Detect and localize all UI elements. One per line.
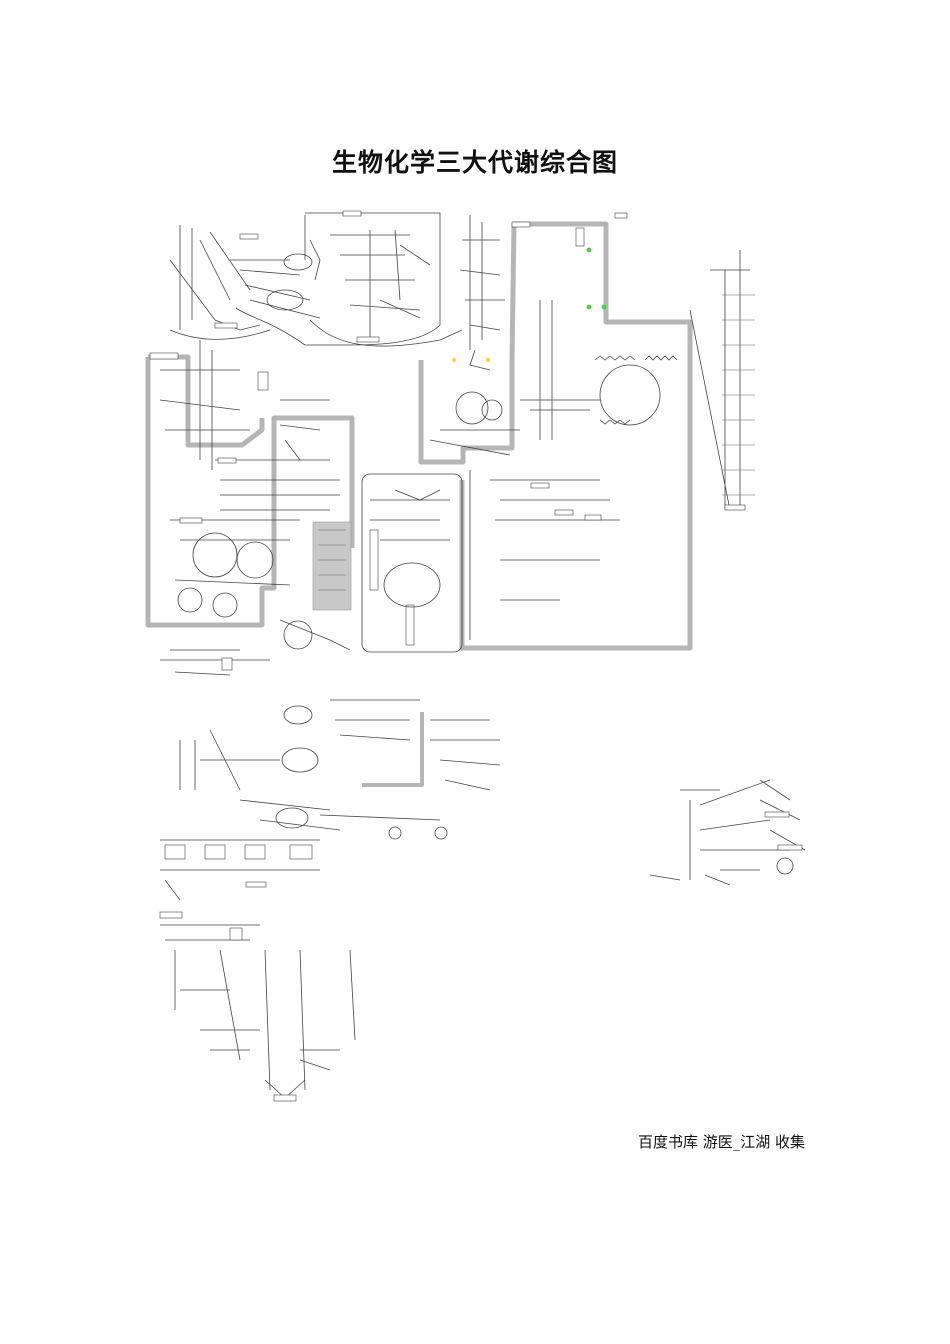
diagram-cluster-center-box — [361, 473, 463, 653]
diagram-cluster-center-right — [429, 221, 678, 640]
diagram-cluster-bottom-tree — [159, 911, 356, 1102]
node-marker-green — [586, 247, 592, 253]
footer-credit: 百度书库 游医_江湖 收集 — [637, 1133, 805, 1151]
node-marker-green — [601, 304, 607, 310]
diagram-cluster-lower-right — [649, 779, 806, 886]
diagram-cluster-top-center — [459, 215, 505, 371]
diagram-cluster-top-left — [169, 225, 321, 340]
node-marker-green — [586, 304, 592, 310]
page-title: 生物化学三大代谢综合图 — [331, 148, 618, 177]
diagram-cluster-right-column — [614, 212, 755, 511]
diagram-cluster-top-middle — [235, 210, 463, 347]
pathway-highlight-main-loop — [145, 354, 355, 628]
pathway-highlight-center-channel — [418, 221, 693, 651]
pathway-highlight-lower — [362, 712, 424, 787]
gray-panel-amino-acids — [312, 521, 352, 611]
node-marker-yellow — [451, 357, 457, 363]
diagram-cluster-middle-lower — [160, 649, 501, 901]
diagram-cluster-left-main — [149, 340, 352, 651]
node-marker-yellow — [485, 357, 491, 363]
